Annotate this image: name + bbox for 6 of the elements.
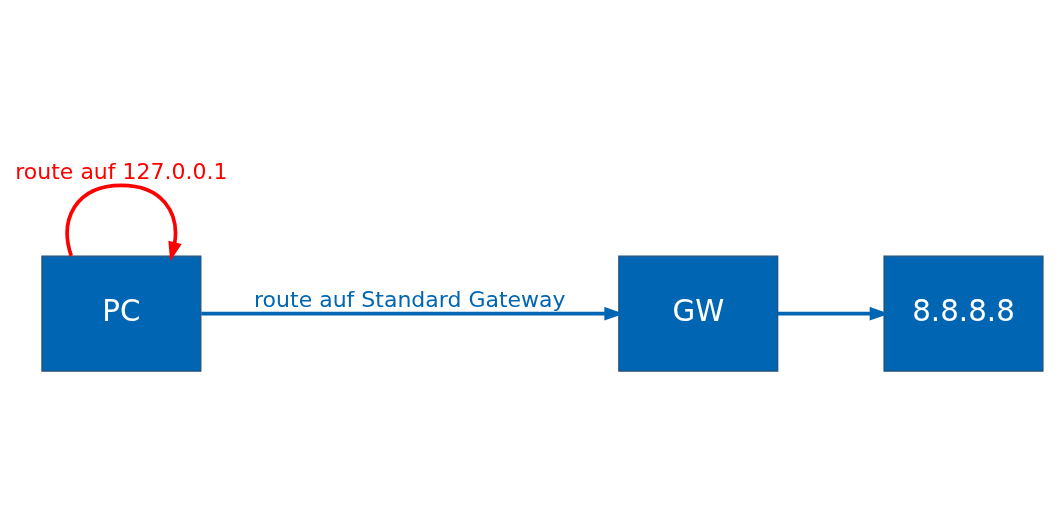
arrow: [65, 183, 182, 262]
edge-label: route auf Standard Gateway: [254, 286, 566, 312]
node-box: 8.8.8.8: [883, 255, 1044, 372]
edge-label: route auf 127.0.0.1: [15, 158, 228, 184]
node-box: PC: [41, 255, 202, 372]
node-box: GW: [618, 255, 779, 372]
